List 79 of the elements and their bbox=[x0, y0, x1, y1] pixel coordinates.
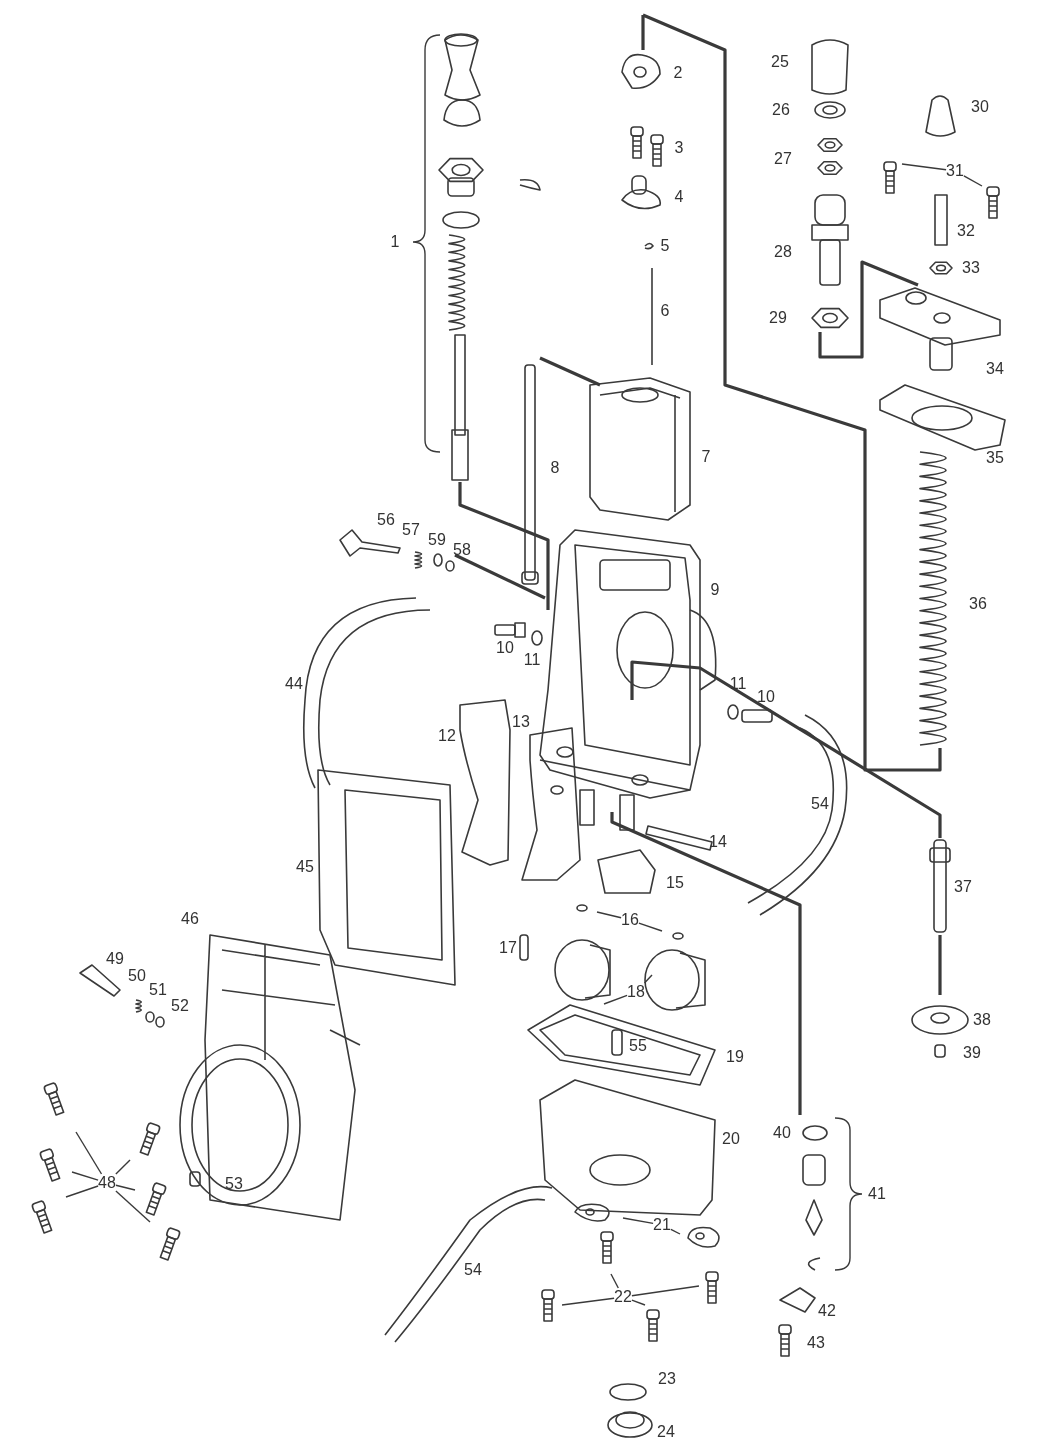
callout-number: 37 bbox=[954, 878, 972, 896]
callout-number: 8 bbox=[550, 459, 560, 477]
callout-number: 30 bbox=[971, 98, 989, 116]
callout-number: 46 bbox=[181, 910, 199, 928]
leader-line bbox=[638, 922, 663, 932]
callout-number: 58 bbox=[453, 541, 471, 559]
callout-number: 51 bbox=[149, 981, 167, 999]
callout-number: 11 bbox=[523, 651, 541, 669]
leader-line bbox=[622, 1217, 654, 1225]
leader-line bbox=[610, 1273, 619, 1289]
callout-number: 17 bbox=[499, 939, 517, 957]
leader-line bbox=[603, 994, 628, 1005]
callout-number: 39 bbox=[963, 1044, 981, 1062]
callout-number: 25 bbox=[771, 53, 789, 71]
callout-number: 36 bbox=[969, 595, 987, 613]
callout-number: 33 bbox=[962, 259, 980, 277]
callout-number: 2 bbox=[673, 64, 683, 82]
callout-number: 42 bbox=[818, 1302, 836, 1320]
leader-line bbox=[670, 1228, 681, 1235]
callout-number: 3 bbox=[674, 139, 684, 157]
callout-number: 50 bbox=[128, 967, 146, 985]
callout-number: 22 bbox=[614, 1288, 632, 1306]
callout-number: 56 bbox=[377, 511, 395, 529]
callout-number: 5 bbox=[660, 237, 670, 255]
leader-line bbox=[631, 1299, 646, 1306]
leader-line bbox=[71, 1171, 99, 1181]
callout-number: 18 bbox=[627, 983, 645, 1001]
callout-number: 15 bbox=[666, 874, 684, 892]
callout-number: 53 bbox=[225, 1175, 243, 1193]
callout-number: 48 bbox=[98, 1174, 116, 1192]
leader-line bbox=[115, 1184, 136, 1191]
callout-number: 10 bbox=[757, 688, 775, 706]
callout-number: 31 bbox=[946, 162, 964, 180]
callout-number: 26 bbox=[772, 101, 790, 119]
callout-number: 28 bbox=[774, 243, 792, 261]
callout-number: 54 bbox=[464, 1261, 482, 1279]
callout-number: 9 bbox=[710, 581, 720, 599]
callout-number: 12 bbox=[438, 727, 456, 745]
callout-number: 10 bbox=[496, 639, 514, 657]
callout-number: 44 bbox=[285, 675, 303, 693]
callout-number: 59 bbox=[428, 531, 446, 549]
callout-number: 11 bbox=[729, 675, 747, 693]
callout-number: 16 bbox=[621, 911, 639, 929]
callout-number: 55 bbox=[629, 1037, 647, 1055]
callout-number: 27 bbox=[774, 150, 792, 168]
callout-number: 45 bbox=[296, 858, 314, 876]
callout-number: 54 bbox=[811, 795, 829, 813]
callout-number: 40 bbox=[773, 1124, 791, 1142]
callout-number: 49 bbox=[106, 950, 124, 968]
callout-number: 19 bbox=[726, 1048, 744, 1066]
callout-number: 20 bbox=[722, 1130, 740, 1148]
callout-number: 41 bbox=[868, 1185, 886, 1203]
leader-line bbox=[561, 1297, 615, 1306]
leader-line bbox=[963, 175, 983, 187]
callout-number: 29 bbox=[769, 309, 787, 327]
callout-number: 4 bbox=[674, 188, 684, 206]
callout-number: 6 bbox=[660, 302, 670, 320]
callout-number: 24 bbox=[657, 1423, 675, 1441]
leader-line bbox=[75, 1131, 103, 1175]
callout-number: 13 bbox=[512, 713, 530, 731]
callout-number: 34 bbox=[986, 360, 1004, 378]
leader-line bbox=[115, 1159, 131, 1175]
callout-number: 35 bbox=[986, 449, 1004, 467]
callout-number: 7 bbox=[701, 448, 711, 466]
callout-number: 57 bbox=[402, 521, 420, 539]
callout-number: 1 bbox=[390, 233, 400, 251]
leader-line bbox=[643, 974, 653, 984]
callout-number: 23 bbox=[658, 1370, 676, 1388]
leader-line bbox=[901, 163, 947, 171]
leader-line bbox=[115, 1190, 151, 1223]
callout-number: 38 bbox=[973, 1011, 991, 1029]
leader-line bbox=[631, 1285, 700, 1297]
callout-number: 14 bbox=[709, 833, 727, 851]
callout-number: 32 bbox=[957, 222, 975, 240]
callout-number: 43 bbox=[807, 1334, 825, 1352]
leader-line bbox=[65, 1185, 99, 1198]
leader-line bbox=[596, 911, 622, 919]
callout-number: 21 bbox=[653, 1216, 671, 1234]
callout-number: 52 bbox=[171, 997, 189, 1015]
